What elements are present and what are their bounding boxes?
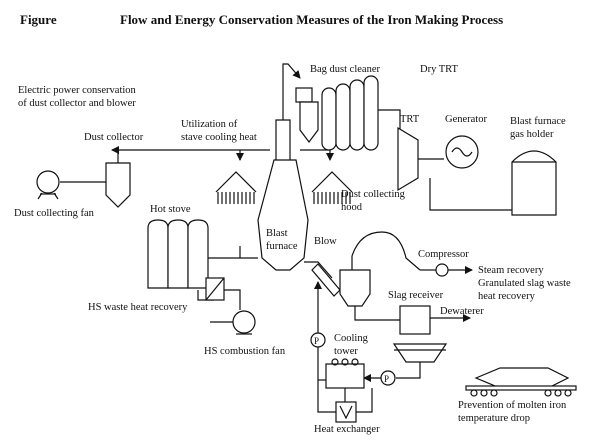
utilization-label-1: Utilization of xyxy=(181,119,238,130)
dust-collecting-fan-icon xyxy=(36,170,60,200)
hs-combustion-fan-icon xyxy=(232,310,256,335)
hs-combustion-fan-label: HS combustion fan xyxy=(204,346,286,357)
right-dust-hood-icon xyxy=(311,171,353,204)
left-dust-hood-icon xyxy=(215,171,257,204)
pump-icon-right: P xyxy=(380,370,396,386)
bf-gas-holder-label-2: gas holder xyxy=(510,129,554,140)
hot-stove-label: Hot stove xyxy=(150,204,191,215)
svg-text:P: P xyxy=(384,374,389,384)
blast-furnace-label-1: Blast xyxy=(266,228,288,239)
dry-trt-label: Dry TRT xyxy=(420,64,459,75)
blow-label: Blow xyxy=(314,236,337,247)
slag-receiver-icon xyxy=(399,305,431,335)
generator-icon xyxy=(445,135,479,169)
torpedo-car-icon xyxy=(465,367,577,397)
dewaterer-hopper-icon xyxy=(392,343,448,363)
utilization-label-2: stave cooling heat xyxy=(181,132,257,143)
dewaterer-label: Dewaterer xyxy=(440,306,484,317)
dust-hood-label-2: hood xyxy=(341,202,363,213)
slag-receiver-label: Slag receiver xyxy=(388,290,444,301)
granulated-label-1: Granulated slag waste xyxy=(478,278,571,289)
bag-dust-cleaner-label: Bag dust cleaner xyxy=(310,64,380,75)
cooling-tower-label-2: tower xyxy=(334,346,358,357)
gas-holder-icon xyxy=(511,150,557,216)
cooling-tower-icon xyxy=(325,358,365,389)
granulated-label-2: heat recovery xyxy=(478,291,536,302)
dust-hood-label-1: Dust collecting xyxy=(341,189,406,200)
trt-turbine-icon xyxy=(397,126,419,192)
prevention-label-2: temperature drop xyxy=(458,413,530,424)
dust-collector-icon xyxy=(105,162,131,208)
pump-icon-left: P xyxy=(310,332,326,348)
dust-collector-label: Dust collector xyxy=(84,132,144,143)
electric-power-label-1: Electric power conservation xyxy=(18,85,137,96)
slag-trough-icon xyxy=(311,263,341,297)
heat-exchanger-label: Heat exchanger xyxy=(314,424,380,435)
blast-furnace-label-2: furnace xyxy=(266,241,298,252)
granulation-tank-icon xyxy=(339,256,371,307)
hot-stove-icon xyxy=(147,219,209,289)
bf-gas-holder-label-1: Blast furnace xyxy=(510,116,566,127)
cooling-tower-label-1: Cooling xyxy=(334,333,369,344)
dust-collecting-fan-label: Dust collecting fan xyxy=(14,208,95,219)
steam-recovery-label: Steam recovery xyxy=(478,265,544,276)
compressor-label: Compressor xyxy=(418,249,469,260)
hs-heat-exchanger-icon xyxy=(205,277,225,301)
prevention-label-1: Prevention of molten iron xyxy=(458,400,567,411)
electric-power-label-2: of dust collector and blower xyxy=(18,98,136,109)
trt-label: TRT xyxy=(400,114,420,125)
compressor-icon xyxy=(435,263,449,277)
heat-exchanger-icon xyxy=(335,401,357,423)
hs-waste-heat-label: HS waste heat recovery xyxy=(88,302,188,313)
diagram-title: Flow and Energy Conservation Measures of… xyxy=(120,12,503,27)
figure-label: Figure xyxy=(20,12,57,27)
svg-text:P: P xyxy=(314,336,319,346)
generator-label: Generator xyxy=(445,114,487,125)
bag-dust-cleaner-icon xyxy=(295,75,379,151)
